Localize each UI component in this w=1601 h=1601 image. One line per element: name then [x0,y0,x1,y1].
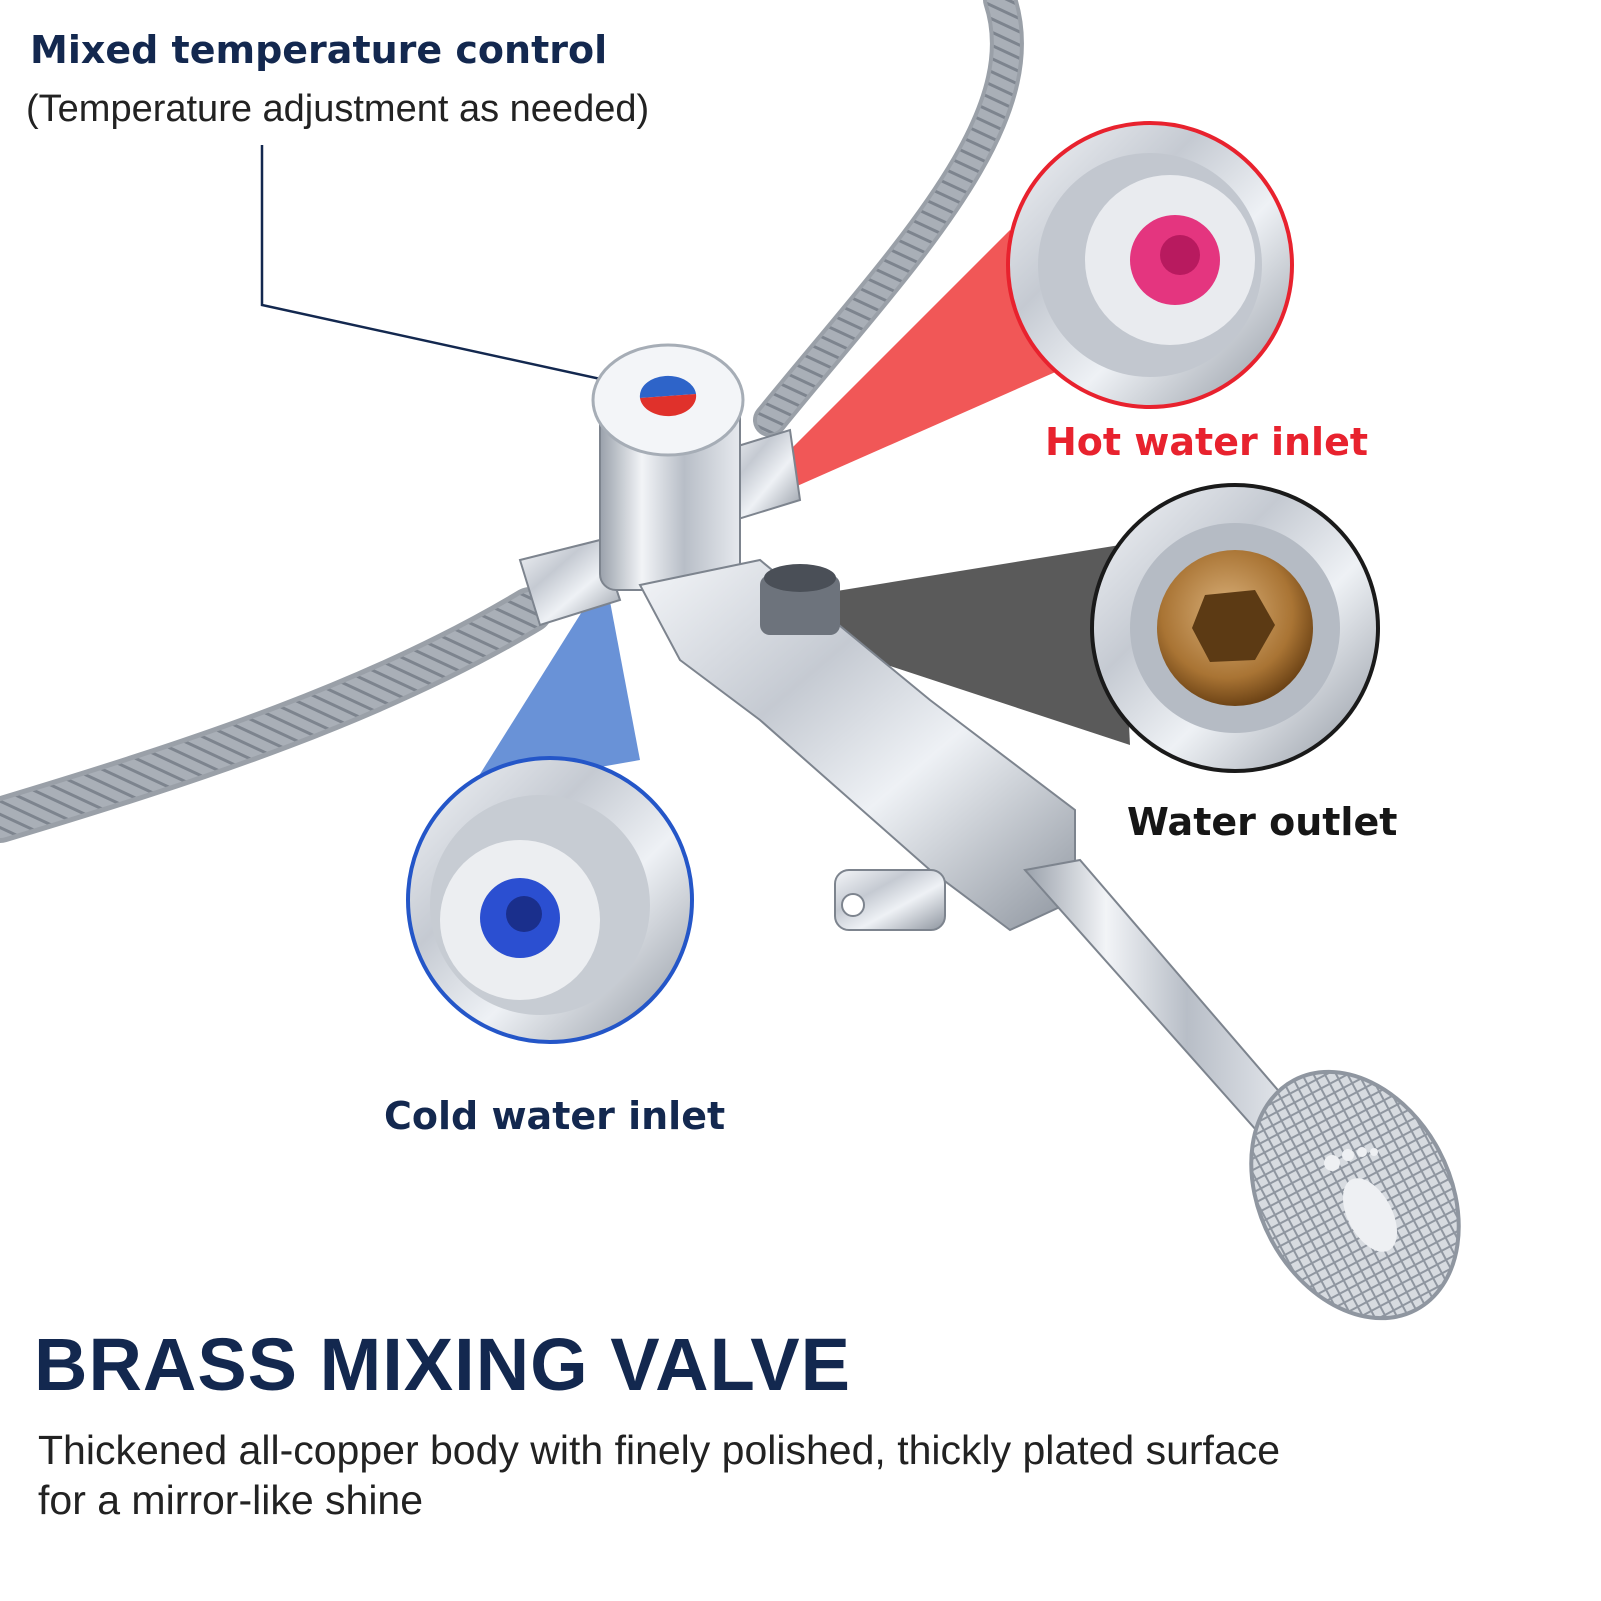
temperature-leader-line [260,145,661,394]
hot-cold-indicator-icon [639,375,697,417]
hot-inlet-zoom [1006,121,1294,409]
water-outlet-zoom [1090,483,1380,773]
product-title: BRASS MIXING VALVE [34,1323,852,1406]
temperature-control-subtitle: (Temperature adjustment as needed) [26,88,650,130]
product-description: Thickened all-copper body with finely po… [38,1427,1281,1523]
temperature-control-title: Mixed temperature control [30,28,608,72]
cold-water-inlet-label: Cold water inlet [384,1094,726,1138]
braided-hose-left-texture [0,592,548,838]
water-outlet-label: Water outlet [1127,800,1398,844]
cold-callout-beam [470,575,640,790]
foot-pedal [1023,858,1461,1321]
hot-callout-beam [720,230,1060,520]
hot-water-inlet-label: Hot water inlet [1045,420,1368,464]
braided-hose-top-texture [757,0,1020,433]
valve-body [518,343,1076,932]
cold-inlet-zoom [406,756,694,1044]
footprint-icon [1324,1147,1398,1252]
